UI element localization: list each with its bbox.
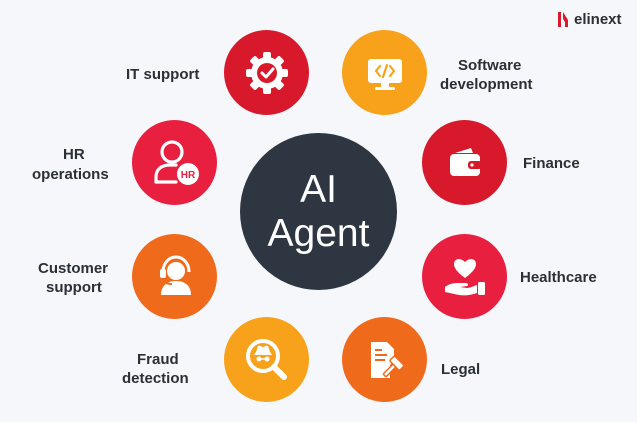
- hr-operations-label-line1: HR: [63, 146, 85, 163]
- hr-operations-node: HR: [132, 120, 217, 205]
- software-development-node: [342, 30, 427, 115]
- person-hr-icon: HR: [153, 139, 199, 185]
- customer-support-label-line1: Customer: [38, 260, 109, 277]
- gear-check-icon: [245, 51, 288, 94]
- code-monitor-icon: [367, 58, 402, 90]
- brand-name: elinext: [574, 11, 622, 28]
- fraud-detection-label-line2: detection: [122, 370, 189, 387]
- document-gavel-icon: [370, 341, 404, 378]
- center-title-line2: Agent: [267, 211, 370, 255]
- magnifier-spy-icon: [245, 338, 287, 380]
- fraud-detection-node: [224, 317, 309, 402]
- center-title-line1: AI: [300, 167, 337, 211]
- headset-agent-icon: [159, 254, 191, 295]
- ai-agent-center: AI Agent: [240, 133, 397, 290]
- hr-operations-label-line2: operations: [32, 166, 109, 183]
- software-development-label-line2: development: [440, 76, 533, 93]
- legal-node: [342, 317, 427, 402]
- finance-node: [422, 120, 507, 205]
- brand-mark-icon: [558, 12, 568, 27]
- heart-hand-icon: [444, 258, 485, 295]
- wallet-icon: [449, 147, 482, 176]
- fraud-detection-label-line1: Fraud: [137, 351, 179, 368]
- software-development-label-line1: Software: [458, 57, 522, 74]
- healthcare-label: Healthcare: [520, 269, 597, 286]
- brand-logo: elinext: [556, 11, 622, 28]
- legal-label: Legal: [441, 361, 481, 378]
- hr-badge-text: HR: [180, 170, 195, 181]
- it-support-node: [224, 30, 309, 115]
- it-support-label: IT support: [126, 66, 200, 83]
- customer-support-node: [132, 234, 217, 319]
- healthcare-node: [422, 234, 507, 319]
- finance-label: Finance: [523, 155, 580, 172]
- customer-support-label-line2: support: [46, 279, 102, 296]
